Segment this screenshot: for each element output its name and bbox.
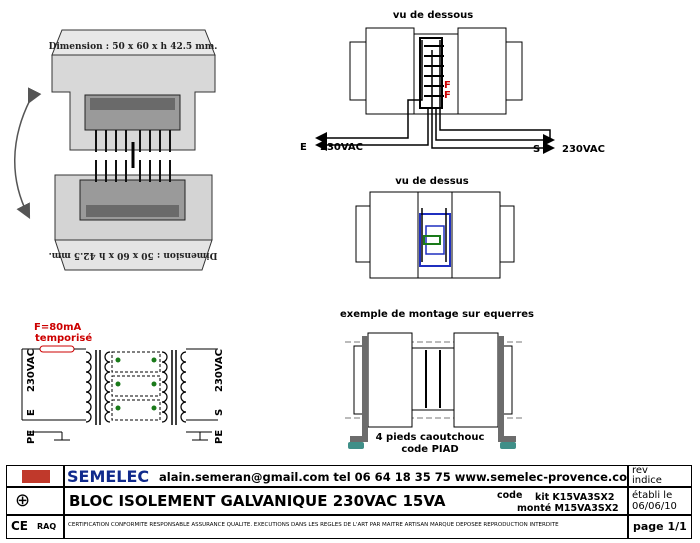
rev-label: rev bbox=[632, 465, 648, 476]
output-terminal-s: S bbox=[533, 144, 540, 155]
kit-code: kit K15VA3SX2 bbox=[535, 492, 615, 503]
top-view-title: vu de dessus bbox=[395, 176, 469, 187]
certification-text: CERTIFICATION CONFORMITE RESPONSABLE ASS… bbox=[68, 522, 559, 528]
schematic-left-e: E bbox=[26, 409, 37, 416]
date-value: 06/06/10 bbox=[632, 501, 677, 512]
feet-label-line2: code PIAD bbox=[401, 444, 458, 455]
mounting-example: exemple de montage sur equerres 4 pieds … bbox=[340, 309, 534, 455]
top-view-diagram: vu de dessus bbox=[355, 176, 515, 279]
bottom-view-diagram: vu de dessous F F E 230VAC S 230VAC bbox=[300, 10, 605, 155]
document-title: BLOC ISOLEMENT GALVANIQUE 230VAC 15VA bbox=[69, 492, 446, 510]
schematic-left-pe: PE bbox=[26, 430, 37, 444]
schematic-left-voltage: 230VAC bbox=[26, 349, 37, 392]
monte-code: monté M15VA3SX2 bbox=[517, 503, 619, 514]
ce-mark: CE bbox=[11, 519, 29, 533]
semelec-logo-icon bbox=[22, 470, 50, 483]
logo-cell bbox=[6, 465, 64, 487]
page-number: page 1/1 bbox=[633, 520, 687, 533]
crosshair-icon: ⊕ bbox=[15, 490, 31, 511]
mounting-title: exemple de montage sur equerres bbox=[340, 309, 534, 320]
dimension-label-bottom: Dimension : 50 x 60 x h 42.5 mm. bbox=[49, 250, 218, 260]
fuse-mark-1: F bbox=[444, 80, 451, 91]
raq-mark: RAQ bbox=[37, 522, 57, 531]
input-voltage-label: 230VAC bbox=[320, 142, 363, 153]
bottom-view-title: vu de dessous bbox=[393, 10, 473, 21]
dimension-label-top: Dimension : 50 x 60 x h 42.5 mm. bbox=[49, 42, 218, 52]
fuse-type-label: temporisé bbox=[35, 332, 92, 344]
output-voltage-label: 230VAC bbox=[562, 144, 605, 155]
input-terminal-e: E bbox=[300, 142, 307, 153]
fuse-mark-2: F bbox=[444, 90, 451, 101]
indice-label: indice bbox=[632, 475, 662, 486]
schematic-right-voltage: 230VAC bbox=[214, 349, 225, 392]
transformer-exploded-view: Dimension : 50 x 60 x h 42.5 mm. Dimensi… bbox=[14, 29, 218, 271]
etabli-label: établi le bbox=[632, 490, 673, 501]
schematic-right-s: S bbox=[214, 409, 225, 416]
flip-arrow bbox=[14, 87, 42, 220]
feet-label-line1: 4 pieds caoutchouc bbox=[376, 432, 485, 443]
ruler-cell: ⊕ bbox=[6, 487, 64, 515]
code-label: code bbox=[497, 490, 523, 501]
wiring-schematic: F=80mA temporisé 230VAC E PE bbox=[21, 322, 225, 444]
brand-name: SEMELEC bbox=[67, 467, 150, 486]
fuse-rating-label: F=80mA bbox=[34, 322, 82, 333]
contact-line: alain.semeran@gmail.com tel 06 64 18 35 … bbox=[159, 470, 639, 484]
schematic-right-pe: PE bbox=[214, 430, 225, 444]
